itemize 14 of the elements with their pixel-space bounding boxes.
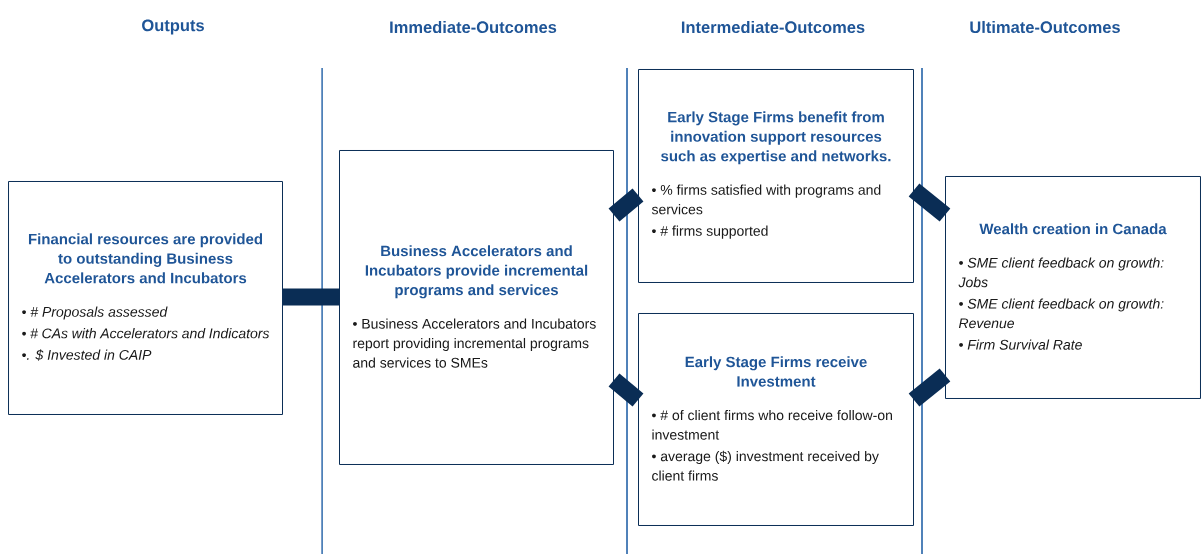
connector-band <box>608 188 644 222</box>
outcome-box: Early Stage Firms receive Investment • # of client firms who receive follow-on investment • average ($) investment received by client firms <box>638 313 914 526</box>
column-heading: Immediate-Outcomes <box>390 20 557 34</box>
column-heading: Intermediate-Outcomes <box>681 20 865 34</box>
outcome-box: Wealth creation in Canada • SME client feedback on growth: Jobs • SME client feedback on growth: Revenue • Firm Survival Rate <box>945 176 1201 399</box>
column-heading: Outputs <box>142 19 204 35</box>
column-heading: Ultimate-Outcomes <box>970 20 1120 34</box>
outcome-box: Business Accelerators and Incubators provide incremental programs and services • Business Accelerators and Incubators report providing incremental programs and services to SMEs <box>339 150 614 465</box>
connector-band <box>283 288 339 306</box>
connector-band <box>908 368 951 407</box>
outcome-box: Financial resources are provided to outstanding Business Accelerators and Incubators • # Proposals assessed • # CAs with Accelerators and Indicators •. $ Invested in CAIP <box>8 181 283 415</box>
connector-band <box>608 373 644 407</box>
connector-band <box>908 183 951 222</box>
outcome-box: Early Stage Firms benefit from innovation support resources such as expertise and networks. • % firms satisfied with programs and services • # firms supported <box>638 69 914 283</box>
